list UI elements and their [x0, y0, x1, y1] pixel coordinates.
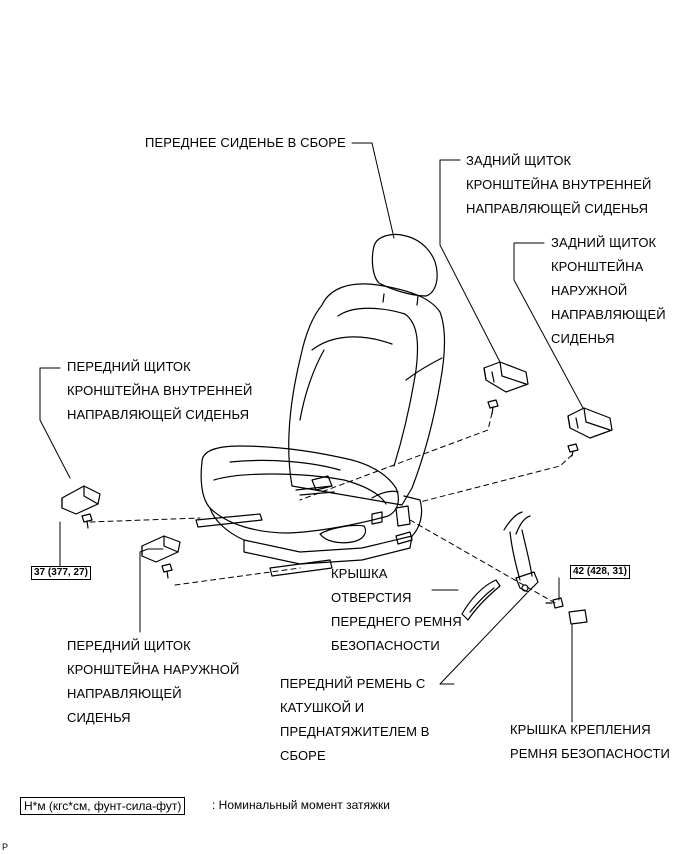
belt-hole-cover-drawing: [461, 579, 501, 621]
rear-inner-cover-drawing: [483, 361, 529, 393]
torque-belt-anchor-bolt: 42 (428, 31): [570, 565, 630, 579]
label-rear-inner-rail-cover: ЗАДНИЙ ЩИТОК КРОНШТЕЙНА ВНУТРЕННЕЙ НАПРА…: [466, 153, 652, 216]
label-rear-outer-rail-cover: ЗАДНИЙ ЩИТОК КРОНШТЕЙНА НАРУЖНОЙ НАПРАВЛ…: [551, 235, 666, 346]
label-belt-hole-cover: КРЫШКА ОТВЕРСТИЯ ПЕРЕДНЕГО РЕМНЯ БЕЗОПАС…: [331, 566, 462, 653]
label-front-seat-assembly: ПЕРЕДНЕЕ СИДЕНЬЕ В СБОРЕ: [145, 135, 346, 150]
label-front-belt-retractor: ПЕРЕДНИЙ РЕМЕНЬ С КАТУШКОЙ И ПРЕДНАТЯЖИТ…: [280, 676, 430, 763]
front-outer-bolt-drawing: [161, 563, 173, 579]
label-front-inner-rail-cover: ПЕРЕДНИЙ ЩИТОК КРОНШТЕЙНА ВНУТРЕННЕЙ НАП…: [67, 359, 253, 422]
corner-mark: P: [2, 842, 9, 852]
rear-outer-bolt-drawing: [567, 443, 579, 457]
torque-legend-description: : Номинальный момент затяжки: [212, 798, 390, 812]
label-belt-anchor-cover: КРЫШКА КРЕПЛЕНИЯ РЕМНЯ БЕЗОПАСНОСТИ: [510, 722, 670, 761]
belt-anchor-bolt-drawing: [545, 597, 564, 609]
leader-lines: [39, 142, 584, 723]
rear-inner-bolt-drawing: [487, 399, 499, 415]
front-seat-drawing: [195, 233, 446, 577]
rear-outer-cover-drawing: [567, 407, 613, 439]
seat-belt-drawing: [503, 511, 539, 593]
front-inner-bolt-drawing: [81, 513, 93, 529]
torque-front-inner-bolt: 37 (377, 27): [31, 566, 91, 580]
torque-unit-legend-box: Н*м (кгс*см, фунт-сила-фут): [20, 797, 186, 815]
front-outer-cover-drawing: [141, 535, 181, 563]
belt-anchor-cover-drawing: [568, 609, 588, 625]
label-front-outer-rail-cover: ПЕРЕДНИЙ ЩИТОК КРОНШТЕЙНА НАРУЖНОЙ НАПРА…: [67, 638, 240, 725]
front-inner-cover-drawing: [61, 485, 101, 515]
